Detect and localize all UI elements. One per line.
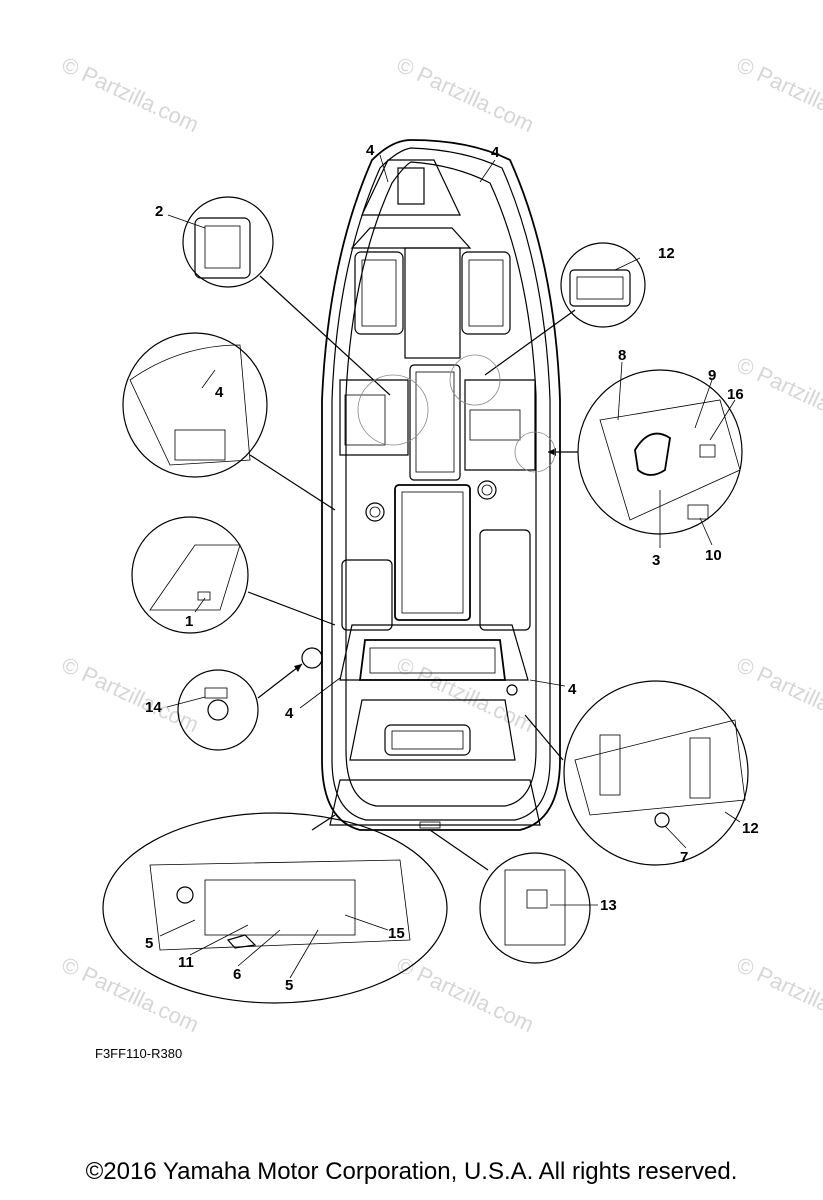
callout-4: 4 (491, 144, 500, 161)
watermark-text: © Partzilla.com (393, 52, 538, 137)
callout-10: 10 (705, 547, 722, 564)
callout-4: 4 (215, 384, 224, 401)
callout-12: 12 (658, 245, 675, 262)
callout-11: 11 (178, 954, 194, 971)
callout-8: 8 (618, 347, 626, 364)
watermark-text: © Partzilla.com (733, 652, 823, 737)
callout-16: 16 (727, 386, 744, 403)
callout-6: 6 (233, 966, 241, 983)
leader-lines (159, 154, 741, 979)
callout-3: 3 (652, 552, 660, 569)
watermark-text: © Partzilla.com (733, 52, 823, 137)
callout-1: 1 (185, 613, 193, 630)
watermark-text: © Partzilla.com (393, 952, 538, 1037)
detail-views (102, 196, 749, 1004)
callout-7: 7 (680, 849, 688, 866)
callout-14: 14 (145, 699, 162, 716)
callout-4: 4 (285, 705, 294, 722)
callout-9: 9 (708, 367, 716, 384)
callout-15: 15 (388, 925, 405, 942)
callout-4: 4 (568, 681, 577, 698)
callout-5: 5 (145, 935, 153, 952)
boat-hull (301, 139, 561, 831)
callout-5: 5 (285, 977, 293, 994)
copyright-notice: ©2016 Yamaha Motor Corporation, U.S.A. A… (85, 1158, 738, 1185)
callout-2: 2 (155, 203, 163, 220)
watermark-text: © Partzilla.com (393, 652, 538, 737)
watermark-text: © Partzilla.com (733, 952, 823, 1037)
figure-code: F3FF110-R380 (95, 1046, 182, 1061)
callout-13: 13 (600, 897, 617, 914)
watermark-text: © Partzilla.com (58, 52, 203, 137)
callout-12: 12 (742, 820, 759, 837)
watermarks: © Partzilla.com © Partzilla.com © Partzi… (58, 52, 823, 1037)
callouts: 4 4 2 12 4 8 9 16 3 10 1 14 4 4 12 7 13 … (145, 142, 759, 994)
watermark-text: © Partzilla.com (733, 352, 823, 437)
callout-4: 4 (366, 142, 375, 159)
